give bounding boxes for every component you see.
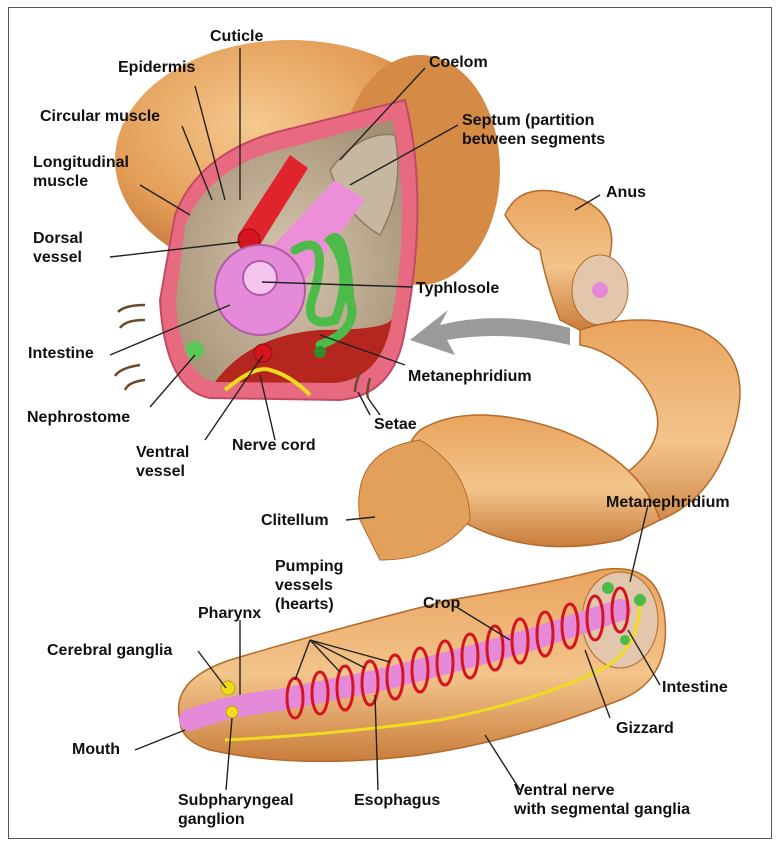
ventral-vessel-ring [254, 344, 272, 362]
label-ventral-vessel-line1: Ventral [136, 443, 189, 462]
label-subpharyngeal-ganglion: Subpharyngeal ganglion [178, 791, 294, 829]
label-nephrostome: Nephrostome [27, 408, 130, 427]
label-pumping-vessels-line1: Pumping [275, 557, 343, 576]
label-longitudinal-muscle-line2: muscle [33, 172, 129, 191]
label-epidermis: Epidermis [118, 58, 195, 77]
label-circular-muscle: Circular muscle [40, 107, 160, 126]
label-setae: Setae [374, 415, 417, 434]
label-metanephridium-body: Metanephridium [606, 493, 730, 512]
label-dorsal-vessel-line1: Dorsal [33, 229, 83, 248]
label-ventral-vessel-line2: vessel [136, 462, 189, 481]
label-typhlosole: Typhlosole [416, 279, 499, 298]
label-longitudinal-muscle-line1: Longitudinal [33, 153, 129, 172]
label-ventral-nerve: Ventral nerve with segmental ganglia [514, 781, 690, 819]
label-longitudinal-muscle: Longitudinal muscle [33, 153, 129, 191]
label-gizzard: Gizzard [616, 719, 674, 738]
label-cuticle: Cuticle [210, 27, 263, 46]
label-ventral-nerve-line1: Ventral nerve [514, 781, 690, 800]
typhlosole-fold [243, 261, 277, 295]
label-subpharyngeal-line2: ganglion [178, 810, 294, 829]
label-pumping-vessels-line3: (hearts) [275, 595, 343, 614]
label-nerve-cord: Nerve cord [232, 436, 316, 455]
nephrostome-funnel [186, 341, 204, 359]
tail-intestine [592, 282, 608, 298]
label-pharynx: Pharynx [198, 604, 261, 623]
label-dorsal-vessel: Dorsal vessel [33, 229, 83, 267]
label-dorsal-vessel-line2: vessel [33, 248, 83, 267]
label-ventral-nerve-line2: with segmental ganglia [514, 800, 690, 819]
label-ventral-vessel: Ventral vessel [136, 443, 189, 481]
label-coelom: Coelom [429, 53, 488, 72]
label-mouth: Mouth [72, 740, 120, 759]
label-septum-line2: between segments [462, 130, 605, 149]
metanephridium-pore [314, 346, 326, 358]
label-septum: Septum (partition between segments [462, 111, 605, 149]
label-septum-line1: Septum (partition [462, 111, 605, 130]
label-esophagus: Esophagus [354, 791, 440, 810]
label-intestine-section: Intestine [28, 344, 94, 363]
label-subpharyngeal-line1: Subpharyngeal [178, 791, 294, 810]
label-pumping-vessels-line2: vessels [275, 576, 343, 595]
subpharyngeal-ganglion-node [226, 706, 238, 718]
label-pumping-vessels: Pumping vessels (hearts) [275, 557, 343, 614]
label-anus: Anus [606, 183, 646, 202]
label-cerebral-ganglia: Cerebral ganglia [47, 641, 172, 660]
section-arrow [410, 310, 570, 355]
label-metanephridium-section: Metanephridium [408, 367, 532, 386]
label-clitellum: Clitellum [261, 511, 329, 530]
label-crop: Crop [423, 594, 460, 613]
label-intestine-body: Intestine [662, 678, 728, 697]
